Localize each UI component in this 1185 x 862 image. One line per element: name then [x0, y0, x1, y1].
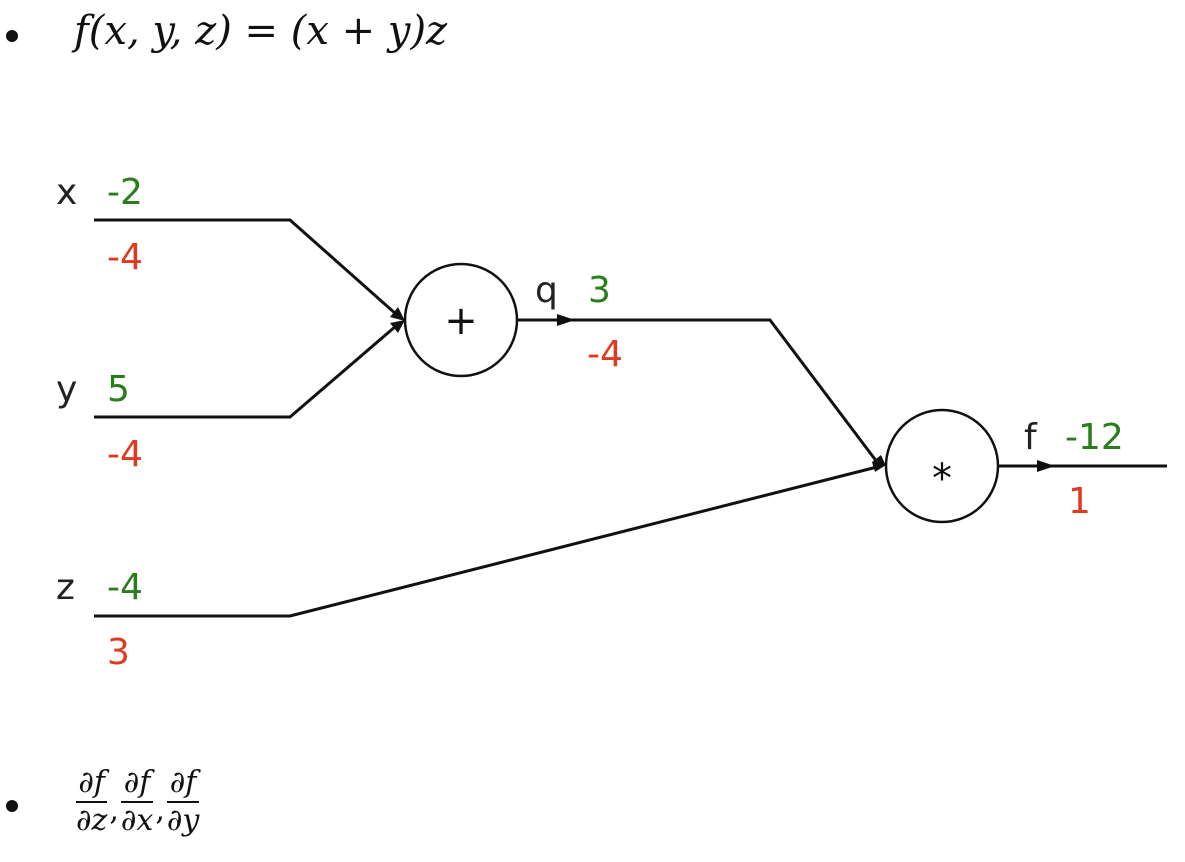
arrowhead-q	[557, 314, 575, 326]
partial-f-x-denominator: ∂x	[120, 803, 154, 838]
partial-derivatives: ∂f ∂z , ∂f ∂x , ∂f ∂y	[76, 765, 200, 838]
wire-q	[517, 318, 879, 463]
add-gate	[403, 262, 519, 378]
partial-f-y: ∂f ∂y	[166, 765, 200, 838]
output-f-name: f	[1024, 417, 1038, 458]
intermediate-q-grad: -4	[587, 334, 623, 375]
wire-z	[94, 465, 878, 618]
arrowhead-y-to-add	[390, 320, 405, 333]
add-gate-symbol: +	[444, 298, 478, 344]
partial-f-z-numerator: ∂f	[78, 765, 105, 800]
input-x-value: -2	[107, 172, 143, 213]
input-y-grad: -4	[107, 434, 143, 475]
partial-f-y-denominator: ∂y	[166, 803, 200, 838]
fraction-bar	[76, 801, 108, 803]
partials-separator: ,	[109, 793, 119, 828]
partial-f-z-denominator: ∂z	[76, 803, 108, 838]
partial-f-z: ∂f ∂z	[76, 765, 108, 838]
formula: f(x, y, z) = (x + y)z	[74, 8, 448, 54]
partials-separator: ,	[155, 793, 165, 828]
input-x-grad: -4	[107, 237, 143, 278]
wire-x	[94, 218, 397, 316]
bullet-partials	[6, 800, 18, 812]
arrowhead-x-to-add	[390, 307, 405, 321]
input-z-grad: 3	[107, 632, 130, 673]
partial-f-y-numerator: ∂f	[169, 765, 197, 800]
arrowhead-z-to-mul	[872, 462, 886, 472]
output-f-value: -12	[1065, 417, 1124, 458]
intermediate-q-value: 3	[588, 270, 611, 311]
fraction-bar	[166, 801, 200, 803]
fraction-bar	[120, 801, 154, 803]
output-f-grad: 1	[1068, 481, 1091, 522]
partial-f-x-numerator: ∂f	[123, 765, 151, 800]
intermediate-q-name: q	[535, 270, 558, 311]
bullet-formula	[6, 30, 18, 42]
input-z-value: -4	[107, 567, 143, 608]
partial-f-x: ∂f ∂x	[120, 765, 154, 838]
arrowhead-f	[1037, 460, 1055, 472]
multiply-gate	[884, 408, 1000, 524]
input-y-value: 5	[107, 369, 130, 410]
input-z-name: z	[56, 567, 75, 608]
arrowhead-q-to-mul	[872, 455, 886, 466]
wire-y	[94, 324, 397, 419]
input-y-name: y	[56, 369, 77, 410]
input-x-name: x	[56, 172, 77, 213]
multiply-gate-symbol: *	[932, 456, 952, 502]
